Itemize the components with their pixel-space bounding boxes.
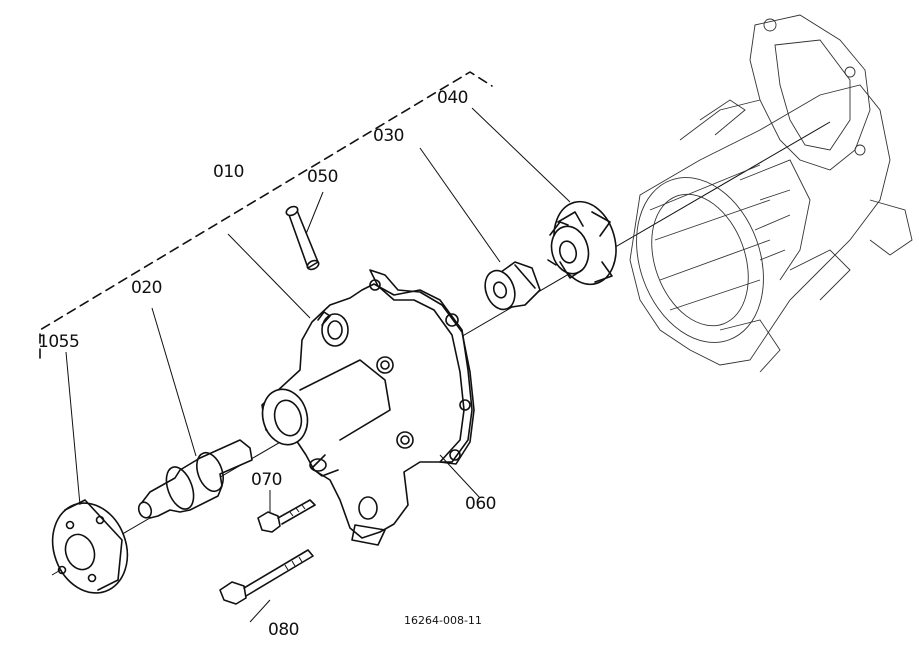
part-040-impeller	[471, 107, 617, 286]
part-070-bolt	[257, 490, 316, 533]
label-part-010: 010	[213, 162, 244, 182]
label-part-070: 070	[251, 470, 282, 490]
part-020-shaft-bearing	[137, 307, 253, 519]
part-030-seal	[419, 147, 541, 311]
drawing-number: 16264-008-11	[404, 614, 482, 627]
label-part-020: 020	[131, 278, 162, 298]
part-050-pin	[285, 191, 324, 271]
label-part-060: 060	[465, 494, 496, 514]
label-part-050: 050	[307, 167, 338, 187]
assembly-bracket	[39, 71, 493, 359]
part-1055-flange	[51, 351, 129, 594]
engine-block	[629, 14, 913, 373]
label-part-030: 030	[373, 126, 404, 146]
label-part-1055: 1055	[38, 332, 80, 352]
part-080-bolt	[219, 549, 314, 623]
label-part-080: 080	[268, 620, 299, 640]
label-part-040: 040	[437, 88, 468, 108]
part-060-gasket	[369, 269, 481, 499]
part-010-pump-body	[227, 233, 473, 546]
